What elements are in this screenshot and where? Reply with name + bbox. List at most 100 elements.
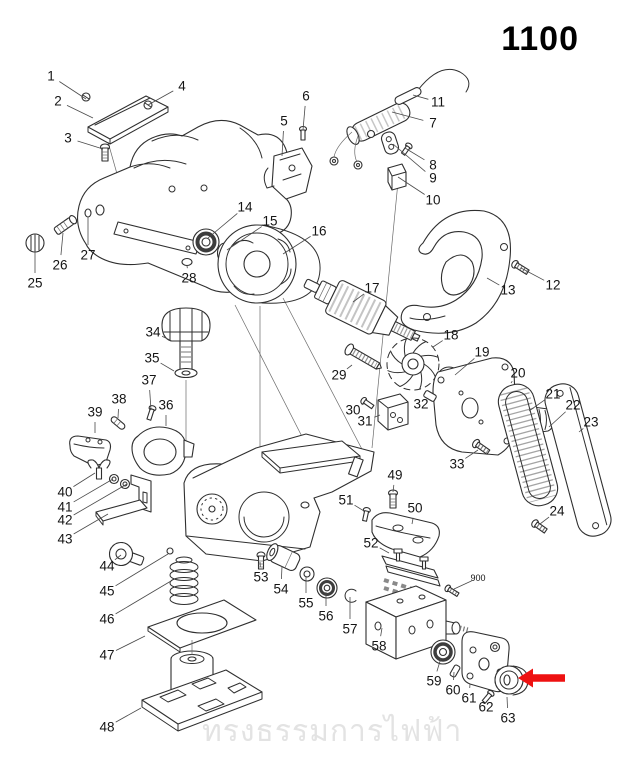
part-label-29: 29 [331,368,346,383]
leader-line-47 [115,635,146,651]
leader-line-21 [528,399,546,412]
leader-line-19 [454,358,475,376]
leader-line-6 [302,105,306,131]
part-label-27: 27 [80,248,95,263]
leader-line-24 [539,516,550,525]
leader-line-41 [73,478,114,503]
part-59-ball-bearing [430,639,456,665]
part-10-connector-box [387,163,407,191]
leader-line-12 [520,267,545,281]
leader-line-50 [411,517,414,525]
part-57-retaining-ring [344,588,357,603]
part-label-60: 60 [445,683,460,698]
leader-line-42 [73,483,128,516]
part-1-screw [81,92,91,102]
part-label-9: 9 [429,171,437,186]
part-18-fan [386,337,440,391]
part-label-18: 18 [443,328,458,343]
part-label-44: 44 [99,559,115,574]
part-label-10: 10 [425,193,440,208]
leader-line-22 [548,411,566,428]
part-label-40: 40 [57,485,72,500]
leader-line-58 [380,627,383,637]
leader-line-30 [361,402,366,406]
part-29-screw [344,343,382,370]
part-28-ring [181,257,193,267]
part-label-15: 15 [262,214,277,229]
part-36-knob-holder [131,426,195,476]
leader-line-33 [465,449,479,459]
part-label-30: 30 [345,403,360,418]
part-label-13: 13 [500,283,515,298]
part-22-drive-belt [497,383,559,507]
part-label-53: 53 [253,570,268,585]
part-label-35: 35 [144,351,159,366]
part-label-50: 50 [407,501,422,516]
part-5-switch [263,147,313,200]
part-label-2: 2 [54,94,62,109]
leader-line-15 [226,226,262,251]
part-41-washer [108,473,120,485]
part-39-front-shoe [69,435,112,466]
part-label-11: 11 [431,95,445,110]
part-20-gear-cover [432,357,517,456]
part-56-ball-bearing [316,577,338,599]
part-label-8: 8 [429,158,437,173]
part-7-cord-guard [329,68,470,170]
leader-line-45 [115,553,169,587]
part-label-17: 17 [364,281,379,296]
part-label-41: 41 [57,500,72,515]
part-label-26: 26 [52,258,67,273]
part-label-5: 5 [280,114,288,129]
part-label-51: 51 [338,493,353,508]
leader-line-14 [207,213,238,239]
part-label-16: 16 [311,224,326,239]
part-51-screw [362,506,371,522]
leader-line-51 [354,504,365,512]
part-46-spring [169,556,199,605]
part-32-pin [423,390,437,402]
part-33-screw [471,438,491,455]
part-50-blade-cover [371,512,440,558]
watermark-text: ทรงธรรมการไฟฟ้า [202,715,463,748]
part-12-screw [511,259,530,275]
leader-line-49 [392,484,395,493]
leader-line-23 [578,428,584,433]
part-label-62: 62 [478,700,493,715]
leader-line-5 [281,130,284,157]
part-55-washer [299,566,315,582]
part-label-37: 37 [141,373,156,388]
part-label-6: 6 [302,89,310,104]
part-label-1: 1 [47,69,55,84]
part-label-33: 33 [449,457,464,472]
part-35-washer [174,367,198,379]
part-label-31: 31 [357,414,372,429]
part-30-screw [360,396,375,410]
leader-line-1 [59,81,87,100]
leader-line-20 [510,380,513,384]
part-label-43: 43 [57,532,72,547]
part-17-armature [303,278,421,342]
part-label-28: 28 [181,271,196,286]
part-11-cord-sleeve [394,87,422,105]
part-label-54: 54 [273,582,289,597]
leader-line-4 [147,90,174,106]
part-38-pin [110,416,126,430]
part-label-42: 42 [57,513,72,528]
part-label-7: 7 [429,116,437,131]
model-number-title: 1100 [501,20,579,58]
leader-line-48 [115,707,142,723]
leader-line-29 [346,364,353,370]
part-label-48: 48 [99,720,114,735]
part-63-pulley [494,665,529,696]
part-label-34: 34 [145,325,161,340]
part-label-32: 32 [413,397,428,412]
part-54-sleeve [266,543,301,571]
part-3-screw [99,143,111,162]
leader-line-54 [281,565,283,580]
leader-line-10 [397,176,425,195]
part-label-57: 57 [342,622,357,637]
part-label-52: 52 [363,536,378,551]
leader-line-7 [391,111,424,121]
